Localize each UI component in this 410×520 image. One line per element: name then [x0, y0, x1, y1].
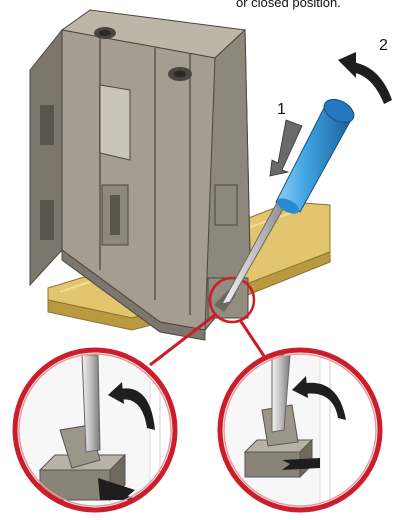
detail-view-closed	[217, 347, 383, 513]
step-2-label: 2	[379, 37, 388, 54]
rotate-arrow-icon	[338, 52, 392, 104]
step-1-label: 1	[277, 101, 286, 118]
connector-right	[238, 319, 270, 363]
detail-view-open	[12, 347, 178, 513]
highlight-circle	[208, 276, 256, 324]
screwdriver	[221, 98, 355, 305]
caption-text: or closed position.	[236, 0, 341, 10]
push-arrow-icon	[269, 119, 303, 177]
connector-left	[149, 313, 216, 367]
terminal-block	[29, 9, 251, 341]
